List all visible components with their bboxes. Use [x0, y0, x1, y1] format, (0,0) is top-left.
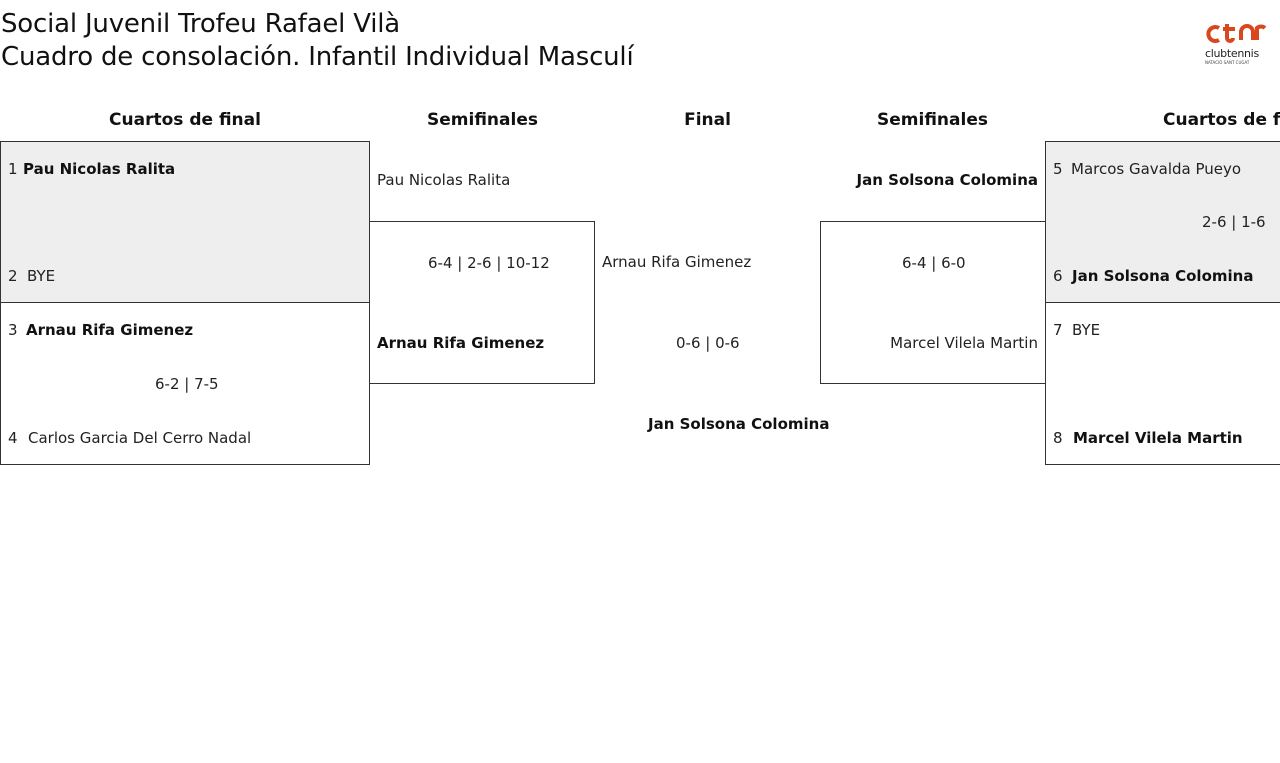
- ctn-logo-mark: [1206, 24, 1267, 43]
- club-logo: clubtennis NATACIÓ SANT CUGAT: [1205, 22, 1271, 65]
- match-score: 2-6 | 1-6: [1202, 213, 1266, 231]
- right-qf-match-1: 5 Marcos Gavalda Pueyo 2-6 | 1-6 6 Jan S…: [1045, 141, 1280, 303]
- logo-subtitle: NATACIÓ SANT CUGAT: [1205, 60, 1250, 65]
- champion-name[interactable]: Jan Solsona Colomina: [648, 415, 830, 433]
- left-qf-match-2: 3 Arnau Rifa Gimenez 6-2 | 7-5 4 Carlos …: [0, 302, 370, 465]
- round-title-right-sf: Semifinales: [877, 110, 988, 130]
- draw-subtitle: Cuadro de consolación. Infantil Individu…: [1, 42, 634, 72]
- right-sf-match: 6-4 | 6-0 Marcel Vilela Martin: [820, 221, 1046, 384]
- seed-number: 8: [1053, 429, 1063, 447]
- player-name: BYE: [1072, 321, 1101, 339]
- round-title-right-qf: Cuartos de fin: [1163, 110, 1280, 130]
- player-name: BYE: [27, 267, 56, 285]
- final-score: 0-6 | 0-6: [676, 334, 740, 352]
- player-name[interactable]: Carlos Garcia Del Cerro Nadal: [28, 429, 252, 447]
- seed-number: 7: [1053, 321, 1063, 339]
- left-sf-match: 6-4 | 2-6 | 10-12 Arnau Rifa Gimenez: [369, 221, 595, 384]
- right-qf-match-2: 7 BYE 8 Marcel Vilela Martin: [1045, 302, 1280, 465]
- left-qf-match-1: 1 Pau Nicolas Ralita 2 BYE: [0, 141, 370, 303]
- player-name[interactable]: Pau Nicolas Ralita: [23, 160, 176, 178]
- match-score: 6-2 | 7-5: [155, 375, 219, 393]
- seed-number: 6: [1053, 267, 1063, 285]
- tournament-title: Social Juvenil Trofeu Rafael Vilà: [1, 9, 401, 39]
- seed-number: 4: [8, 429, 18, 447]
- player-name[interactable]: Pau Nicolas Ralita: [377, 171, 511, 189]
- match-score: 6-4 | 2-6 | 10-12: [428, 254, 550, 272]
- player-name[interactable]: Arnau Rifa Gimenez: [377, 334, 545, 352]
- seed-number: 5: [1053, 160, 1063, 178]
- player-name[interactable]: Marcos Gavalda Pueyo: [1071, 160, 1242, 178]
- round-title-left-qf: Cuartos de final: [109, 110, 261, 130]
- seed-number: 3: [8, 321, 18, 339]
- match-score: 6-4 | 6-0: [902, 254, 966, 272]
- seed-number: 2: [8, 267, 18, 285]
- round-title-left-sf: Semifinales: [427, 110, 538, 130]
- player-name[interactable]: Marcel Vilela Martin: [890, 334, 1038, 352]
- player-name[interactable]: Jan Solsona Colomina: [1072, 267, 1254, 285]
- player-name[interactable]: Marcel Vilela Martin: [1073, 429, 1243, 447]
- round-title-final: Final: [684, 110, 731, 130]
- player-name[interactable]: Arnau Rifa Gimenez: [26, 321, 194, 339]
- player-name[interactable]: Arnau Rifa Gimenez: [602, 253, 752, 271]
- player-name[interactable]: Jan Solsona Colomina: [856, 171, 1038, 189]
- seed-number: 1: [8, 160, 18, 178]
- logo-wordmark: clubtennis: [1205, 47, 1259, 60]
